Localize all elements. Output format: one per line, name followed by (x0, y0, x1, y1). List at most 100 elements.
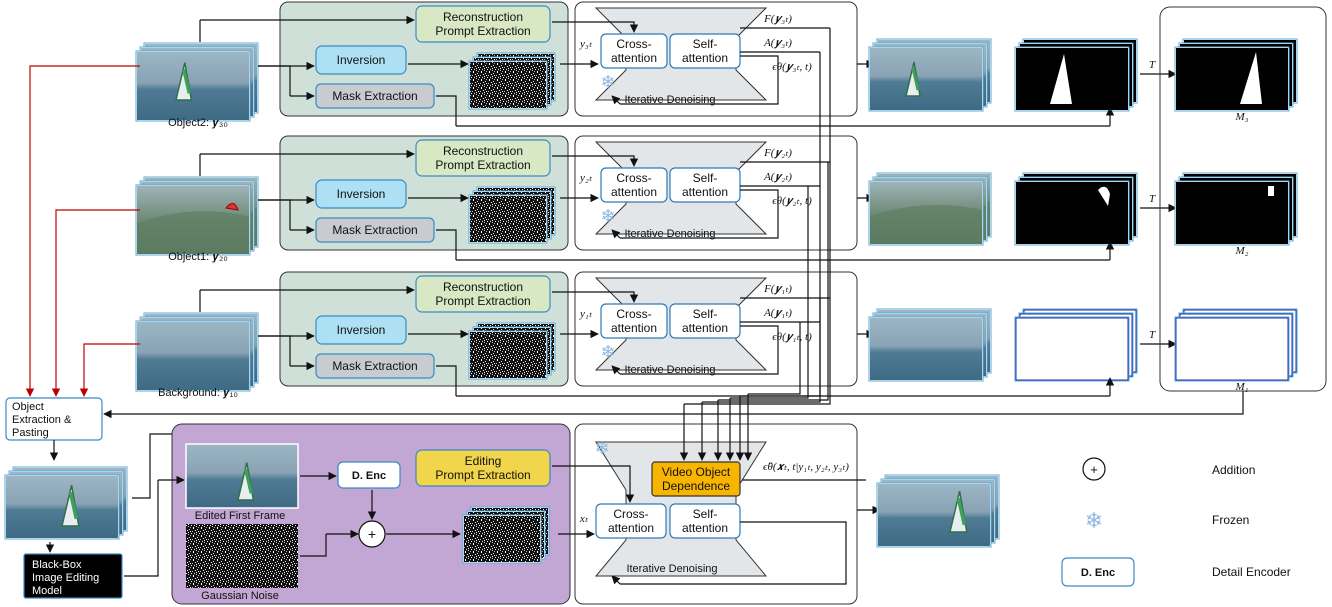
prompt-text-object2-line-1: Prompt Extraction (435, 24, 530, 38)
recon-frames-background-scene-0 (870, 318, 982, 380)
cross-text-object2-line-0: Cross- (616, 37, 651, 51)
legend-denc-label: Detail Encoder (1212, 565, 1291, 579)
black-box-line-0: Black-Box (32, 559, 82, 571)
inversion-text-background: Inversion (337, 323, 386, 337)
final-mask-object2-black-0 (1176, 48, 1288, 110)
final-mask-shape-object2 (1240, 52, 1262, 104)
cross-attention-object1 (600, 167, 668, 203)
input-frames-object1-scene-0 (137, 186, 249, 254)
latent-label-background: y₁ₜ (579, 308, 593, 320)
cross-text-object1-line-1: attention (611, 185, 657, 199)
edited-output-sail-stripe (956, 498, 967, 526)
mask-frames-object2-black-0 (1016, 48, 1128, 110)
loop-object1 (620, 189, 779, 239)
prompt-box-object1 (415, 139, 551, 177)
self-attention-background (669, 303, 741, 339)
input-sail-stripe (182, 68, 191, 94)
input-frames-object2-scene-0-bg (137, 52, 249, 120)
self-text-object1-line-0: Self- (693, 171, 718, 185)
out-f-object1: F(𝒚₂ₜ) (763, 147, 792, 159)
recon-sail-stripe (911, 67, 920, 91)
mask-name-background: M₁ (1235, 381, 1249, 393)
feature-route-4 (740, 298, 821, 397)
blackbox-to-frame (124, 480, 159, 577)
out-f-object2: F(𝒚₃ₜ) (763, 13, 792, 25)
edit-latent-noise-noise-0 (464, 516, 540, 562)
recon-frames-object1 (868, 172, 992, 246)
black-box-model (23, 553, 123, 599)
self-attention-object2 (669, 33, 741, 69)
self-text-object1-line-1: attention (682, 185, 728, 199)
T-label-object2: T (1149, 59, 1156, 71)
edit-self-text-line-0: Self- (693, 507, 718, 521)
latent-label-object2: y₃ₜ (579, 38, 593, 50)
input-frames-object1 (135, 176, 259, 256)
loop-arrow-object1 (611, 229, 621, 239)
gaussian-noise-label: Gaussian Noise (201, 590, 279, 602)
legend-addition-label: Addition (1212, 463, 1255, 477)
denoise-text-background: Iterative Denoising (624, 364, 715, 376)
latent-label-object1: y₂ₜ (579, 172, 593, 184)
inversion-box-object1 (315, 179, 407, 209)
prompt-box-background (415, 275, 551, 313)
cross-text-background-line-1: attention (611, 321, 657, 335)
input-frames-background (135, 312, 259, 392)
latent-noise-object1-noise-0 (470, 196, 546, 242)
out-a-object2: A(𝒚₃ₜ) (763, 37, 792, 49)
eps-hat-label: ϵ̂θ(𝒙ₜ, t|y₁ₜ, y₂ₜ, y₃ₜ) (763, 461, 849, 473)
plus-node (358, 520, 386, 548)
recon-frames-object2-scene-0 (870, 48, 982, 110)
object-extraction-line-2: Pasting (12, 427, 49, 439)
inversion-text-object1: Inversion (337, 187, 386, 201)
final-mask-shape-object1 (1268, 186, 1274, 196)
edit-denoise-text: Iterative Denoising (626, 563, 717, 575)
recon-frames-object1-scene-0-slope (870, 204, 982, 244)
mask-box-object1 (315, 217, 435, 243)
mask-text-background: Mask Extraction (332, 359, 417, 373)
mask-shape-object1 (1098, 186, 1110, 206)
pasted-sail-stripe (68, 492, 79, 520)
mask-frames-object2 (1014, 38, 1138, 112)
edit-cross-text-line-1: attention (608, 521, 654, 535)
edited-output-frames-scene-0-bg (878, 484, 990, 546)
edited-output-frames (876, 474, 1000, 548)
prompt-text-object1-line-1: Prompt Extraction (435, 158, 530, 172)
input-paraglider (225, 203, 239, 211)
mask-path-a-object2 (436, 95, 457, 126)
final-mask-object1 (1174, 172, 1298, 246)
cross-text-object1-line-0: Cross- (616, 171, 651, 185)
xt-label: xₜ (579, 513, 589, 525)
prompt-text-background-line-1: Prompt Extraction (435, 294, 530, 308)
loop-background (620, 325, 779, 375)
frozen-icon-object1: ❄ (600, 206, 615, 226)
plus-text: + (368, 526, 376, 542)
inversion-box-object2 (315, 45, 407, 75)
recon-frames-background-scene-0-bg (870, 318, 982, 380)
mask-name-object2: M₃ (1235, 111, 1249, 123)
vod-text-line-1: Dependence (662, 479, 730, 493)
out-f-background: F(𝒚₁ₜ) (763, 283, 792, 295)
prompt-text-background-line-0: Reconstruction (443, 280, 523, 294)
input-label-background: Background: 𝒚₁₀ (158, 387, 238, 399)
mask-frames-object1-black-0 (1016, 182, 1128, 244)
red-arrow-obj2 (25, 65, 140, 397)
edit-self-text-line-1: attention (682, 521, 728, 535)
edit-cross-attention (595, 503, 667, 539)
self-attention-object1 (669, 167, 741, 203)
d-enc-text: D. Enc (352, 470, 386, 482)
legend-frozen-label: Frozen (1212, 513, 1249, 527)
loop-object2 (620, 55, 779, 105)
self-text-object2-line-1: attention (682, 51, 728, 65)
masks-to-extraction (108, 391, 1244, 415)
input-frames-background-scene-0 (137, 322, 249, 390)
recon-frames-background (868, 308, 992, 382)
noise-to-plus (300, 534, 327, 557)
mask-shape-object2 (1050, 54, 1072, 104)
input-frames-background-scene-0-bg (137, 322, 249, 390)
feature-route-5 (748, 322, 801, 395)
